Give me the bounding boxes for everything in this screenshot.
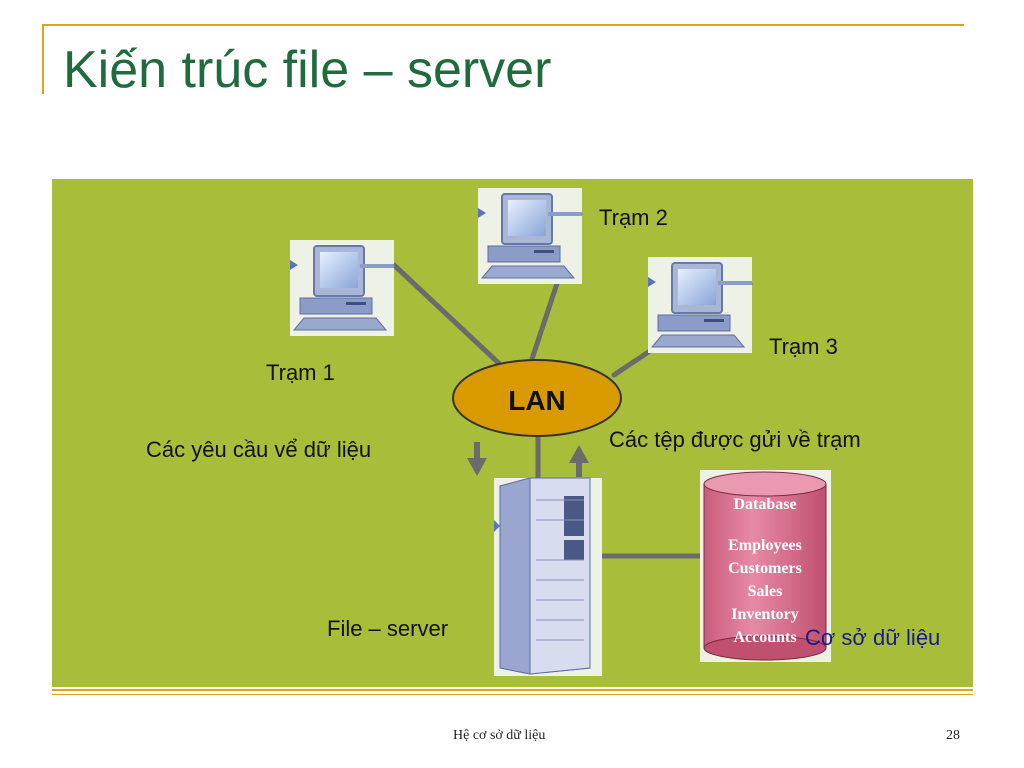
database-item: Employees: [728, 537, 802, 554]
station-2-label: Trạm 2: [599, 205, 668, 230]
station-3-computer-icon: [647, 256, 753, 354]
page-number: 28: [946, 728, 960, 743]
database-item: Accounts: [733, 629, 797, 646]
station-1-label: Trạm 1: [266, 360, 335, 385]
request-label: Các yêu cầu vể dữ liệu: [146, 437, 372, 462]
database-label: Cơ sở dữ liệu: [805, 625, 941, 650]
request-arrow-icon: [467, 442, 487, 476]
station-3-label: Trạm 3: [769, 334, 838, 359]
database-heading: Database: [733, 496, 797, 513]
database-cylinder-icon: [700, 470, 831, 662]
database-item: Inventory: [731, 606, 799, 623]
database-item: Sales: [747, 583, 783, 600]
lan-ellipse: [452, 359, 622, 437]
title-accent-bar: [42, 24, 44, 94]
response-arrow-icon: [569, 445, 589, 477]
database-text: Database Employees Customers Sales Inven…: [704, 494, 826, 649]
slide-title: Kiến trúc file – server: [63, 41, 552, 99]
footer-title: Hệ cơ sở dữ liệu: [453, 728, 546, 743]
station-1-computer-icon: [289, 239, 395, 337]
station-2-computer-icon: [477, 187, 583, 285]
server-label: File – server: [327, 616, 449, 641]
footer-rule: [52, 689, 973, 691]
title-accent-line: [42, 24, 964, 26]
response-label: Các tệp được gửi về trạm: [609, 427, 861, 452]
cable-station-1: [391, 262, 509, 373]
footer-rule-thin: [52, 694, 973, 695]
lan-label: LAN: [508, 385, 566, 416]
server-tower-icon: [494, 477, 602, 676]
database-item: Customers: [728, 560, 802, 577]
